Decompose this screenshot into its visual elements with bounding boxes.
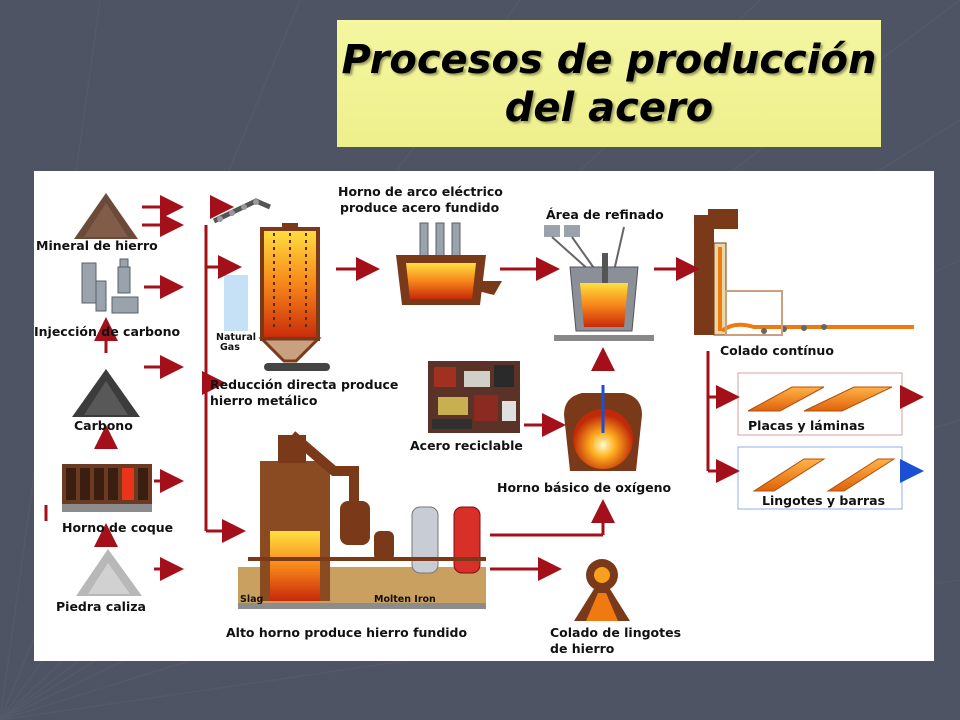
label-limestone: Piedra caliza [56, 599, 146, 614]
title-line-1: Procesos de producción [341, 36, 877, 83]
label-natural-gas-2: Gas [220, 342, 240, 353]
blast-furnace [238, 431, 486, 609]
label-pig-iron-casting-1: Colado de lingotes [550, 625, 682, 640]
label-ingots: Lingotes y barras [762, 493, 886, 508]
label-recycled-steel: Acero reciclable [410, 438, 523, 453]
basic-oxygen-furnace [564, 385, 642, 471]
diagram-graphics [44, 193, 924, 621]
label-direct-reduction-1: Reducción directa produce [210, 377, 399, 392]
steel-process-diagram: Mineral de hierro Injección de carbono C… [34, 171, 934, 661]
label-iron-ore: Mineral de hierro [36, 238, 158, 253]
pig-iron-caster [574, 559, 630, 621]
continuous-caster [694, 209, 914, 336]
recycled-steel-scrap [428, 361, 520, 433]
reduction-conveyor [212, 198, 271, 224]
label-molten-iron: Molten Iron [374, 594, 436, 605]
title-box: Procesos de producción del acero [337, 20, 881, 147]
label-refining-area: Área de refinado [546, 207, 664, 222]
natural-gas-flame [224, 275, 248, 331]
carbon-injection-equipment [81, 258, 139, 314]
label-pig-iron-casting-2: de hierro [550, 641, 615, 656]
coke-oven [62, 464, 152, 512]
plates-image [737, 372, 903, 436]
label-plates: Placas y láminas [748, 418, 865, 433]
label-continuous-casting: Colado contínuo [720, 343, 834, 358]
label-slag: Slag [240, 594, 264, 605]
ingots-image [737, 446, 903, 510]
label-basic-oxygen-furnace: Horno básico de oxígeno [497, 480, 672, 495]
refining-area [544, 225, 654, 341]
title-line-2: del acero [504, 84, 714, 131]
label-coke-oven: Horno de coque [62, 520, 174, 535]
process-arrows [44, 195, 924, 581]
label-carbon: Carbono [74, 418, 133, 433]
label-natural-gas-1: Natural [216, 332, 257, 343]
label-blast-furnace: Alto horno produce hierro fundido [226, 625, 468, 640]
label-arc-furnace-1: Horno de arco eléctrico [338, 184, 503, 199]
direct-reduction-furnace [258, 223, 330, 371]
electric-arc-furnace [396, 222, 502, 305]
label-direct-reduction-2: hierro metálico [210, 393, 318, 408]
label-carbon-injection: Injección de carbono [34, 324, 181, 339]
label-arc-furnace-2: produce acero fundido [340, 200, 500, 215]
